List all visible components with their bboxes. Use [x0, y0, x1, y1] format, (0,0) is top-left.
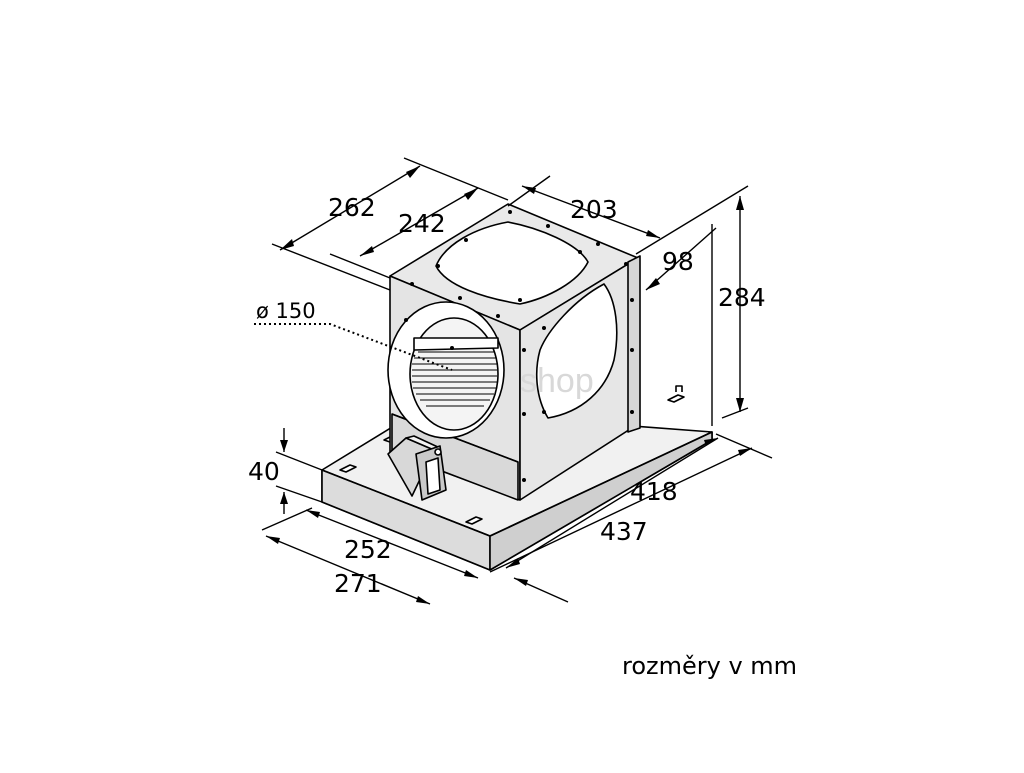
- dim-98: 98: [662, 247, 694, 276]
- dim-150: ø 150: [256, 299, 316, 323]
- rivets: [404, 210, 634, 482]
- arrowheads: [266, 166, 752, 604]
- units-caption: rozměry v mm: [622, 652, 798, 680]
- diameter-leader: [254, 323, 453, 371]
- dim-271: 271: [334, 569, 382, 598]
- dim-203: 203: [570, 195, 618, 224]
- dim-252: 252: [344, 535, 392, 564]
- dim-242: 242: [398, 209, 446, 238]
- dim-284: 284: [718, 283, 766, 312]
- damper-holder: [387, 435, 447, 501]
- dim-418: 418: [630, 477, 678, 506]
- dim-437: 437: [600, 517, 648, 546]
- watermark-text: shop: [520, 362, 594, 400]
- dim-40: 40: [248, 457, 280, 486]
- dim-262: 262: [328, 193, 376, 222]
- fan-housing: [387, 203, 641, 501]
